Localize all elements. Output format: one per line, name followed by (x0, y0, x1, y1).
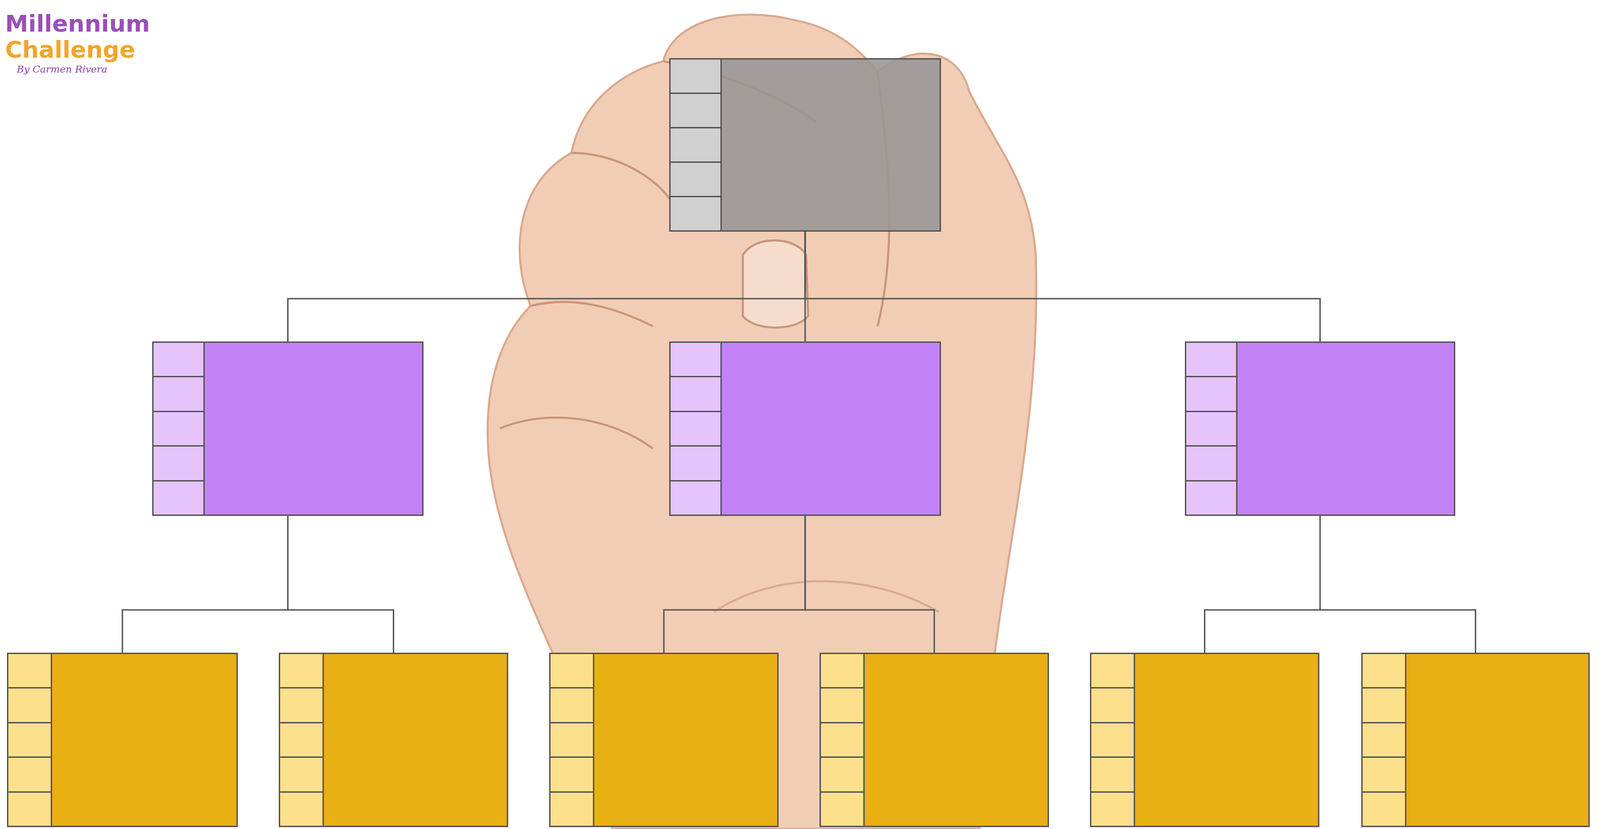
sidebar (153, 342, 205, 515)
sidebar-cell (8, 793, 51, 827)
sidebar (820, 654, 865, 827)
sidebar-cell (670, 197, 721, 231)
sidebar-cell (820, 793, 864, 827)
sidebar (1362, 654, 1407, 827)
org-box (819, 652, 1049, 828)
sidebar-cell (280, 723, 323, 759)
sidebar-cell (1091, 723, 1134, 759)
sidebar-cell (280, 688, 323, 724)
sidebar-cell (280, 654, 323, 689)
sidebar-cell (550, 654, 593, 689)
sidebar-cell (280, 758, 323, 793)
sidebar-cell (1186, 342, 1237, 378)
sidebar-cell (1186, 481, 1237, 515)
org-connector (1204, 516, 1321, 653)
finger-crease (530, 302, 653, 327)
sidebar-cell (280, 793, 323, 827)
sidebar-cell (550, 793, 593, 827)
sidebar-cell (1091, 654, 1134, 689)
sidebar-cell (820, 723, 864, 759)
sidebar-cell (550, 758, 593, 793)
sidebar (550, 654, 595, 827)
sidebar-cell (153, 446, 204, 482)
sidebar-cell (670, 162, 721, 198)
sidebar-cell (670, 59, 721, 95)
sidebar (670, 59, 722, 231)
sidebar-cell (670, 412, 721, 447)
sidebar-cell (1186, 412, 1237, 447)
org-box (669, 341, 942, 517)
sidebar-cell (670, 342, 721, 378)
org-box (1361, 652, 1590, 828)
sidebar-cell (1362, 654, 1406, 689)
sidebar-cell (670, 481, 721, 515)
org-connector (664, 516, 806, 653)
sidebar-cell (8, 758, 51, 793)
sidebar (8, 654, 53, 827)
sidebar-cell (1186, 377, 1237, 412)
sidebar-cell (670, 94, 721, 129)
org-box (669, 58, 942, 232)
org-box (278, 652, 509, 828)
sidebar-cell (1362, 688, 1406, 724)
sidebar-cell (153, 342, 204, 378)
org-connector (805, 231, 1321, 342)
palm-line (714, 581, 939, 612)
sidebar (280, 654, 324, 827)
sidebar-cell (550, 723, 593, 759)
org-connector (288, 231, 806, 342)
finger-crease (499, 417, 653, 450)
org-box (549, 652, 779, 828)
org-box (152, 341, 424, 517)
sidebar-cell (670, 128, 721, 163)
org-box (1089, 652, 1320, 828)
org-connector (1320, 516, 1476, 653)
sidebar-cell (1362, 758, 1406, 793)
org-connector (805, 516, 935, 653)
sidebar-cell (1091, 688, 1134, 724)
sidebar (1091, 654, 1136, 827)
org-box (6, 652, 238, 828)
sidebar-cell (1091, 758, 1134, 793)
sidebar-cell (670, 446, 721, 482)
sidebar-cell (153, 481, 204, 515)
logo-word: Challenge (5, 36, 136, 64)
sidebar-cell (1186, 446, 1237, 482)
sidebar (1186, 342, 1238, 515)
sidebar-cell (820, 758, 864, 793)
sidebar-cell (1362, 793, 1406, 827)
logo-word: Millennium (5, 10, 150, 38)
sidebar-cell (1091, 793, 1134, 827)
fingernail (742, 240, 808, 328)
org-box (1184, 341, 1456, 517)
org-connector (122, 516, 289, 653)
sidebar (670, 342, 722, 515)
logo-byline: By Carmen Rivera (16, 63, 108, 75)
sidebar-cell (8, 654, 51, 689)
sidebar-cell (8, 723, 51, 759)
sidebar-cell (8, 688, 51, 724)
sidebar-cell (1362, 723, 1406, 759)
sidebar-cell (820, 654, 864, 689)
sidebar-cell (550, 688, 593, 724)
org-connector (288, 516, 394, 653)
finger-crease (571, 153, 674, 205)
sidebar-cell (670, 377, 721, 412)
sidebar-cell (153, 377, 204, 412)
sidebar-cell (820, 688, 864, 724)
sidebar-cell (153, 412, 204, 447)
